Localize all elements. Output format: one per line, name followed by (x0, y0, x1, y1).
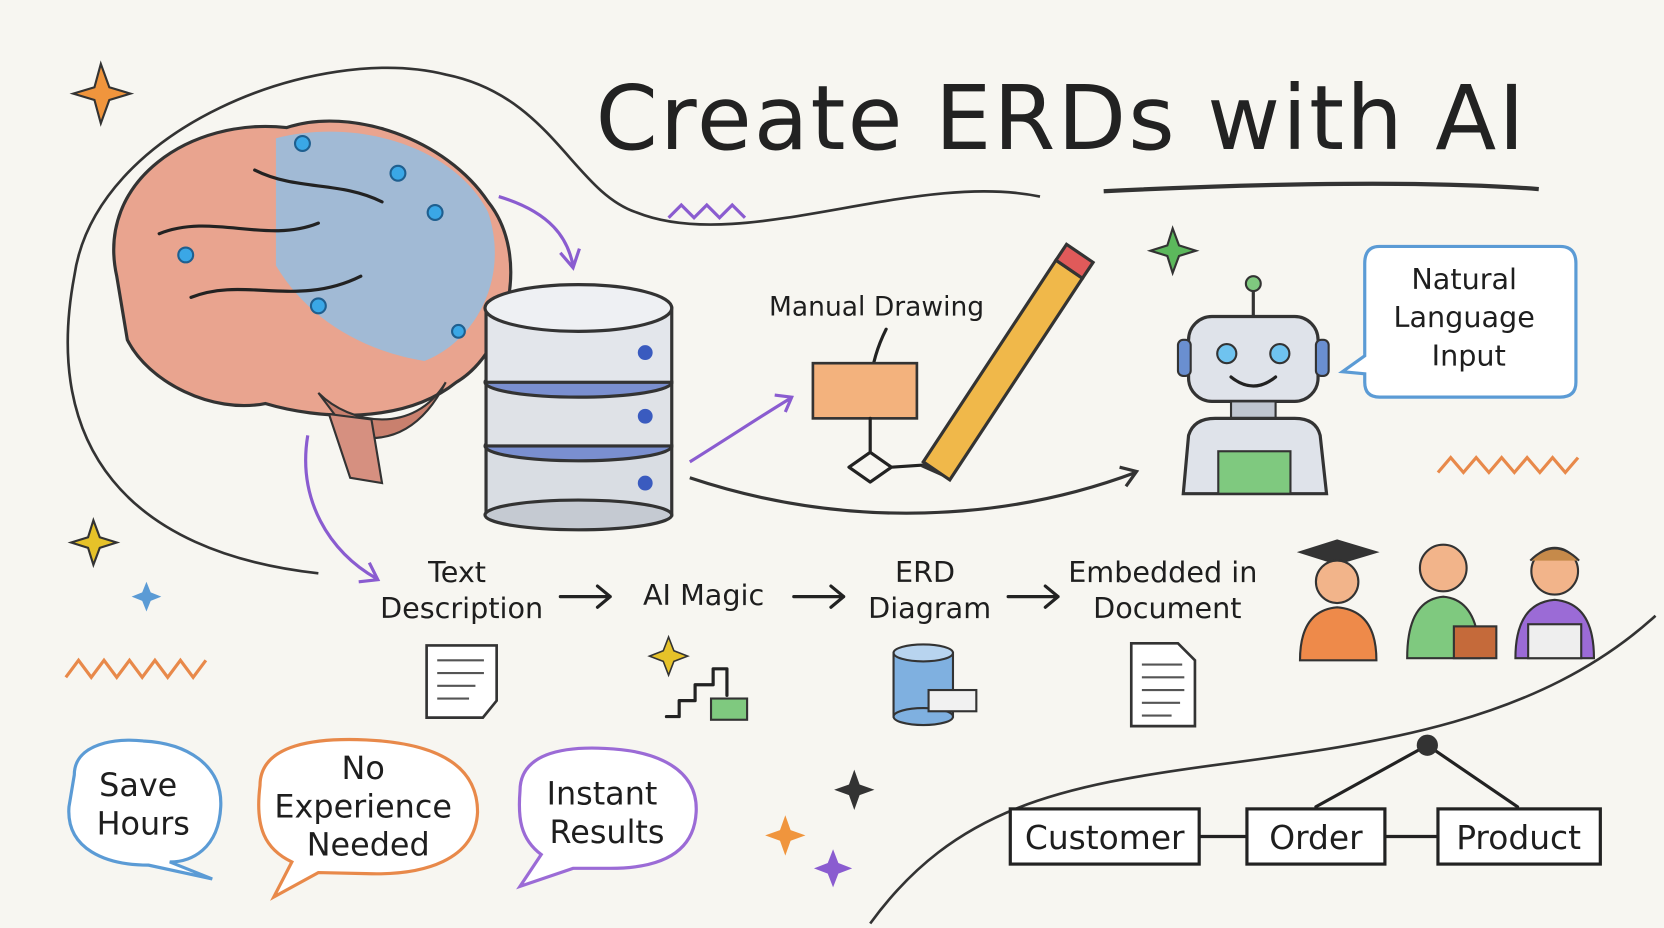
relationship-sketch (847, 416, 925, 484)
swoosh-line (66, 66, 1041, 575)
benefit-bubble-save-hours: Save Hours (67, 738, 223, 881)
title-underline (1103, 181, 1539, 194)
laptop-person-icon (1514, 546, 1596, 660)
squiggle (64, 657, 208, 680)
entity-sketch (811, 361, 919, 420)
bubble-line: Language (1394, 300, 1535, 334)
svg-text:Save Hours: Save Hours (97, 766, 190, 842)
page-icon (1129, 642, 1197, 728)
flow-step-text-description: Text Description (380, 555, 543, 719)
svg-text:No Experience Need: No Experience Needed (274, 749, 462, 863)
page-title: Create ERDs with AI (596, 67, 1527, 171)
graduate-person-icon (1296, 539, 1380, 662)
flow-step-label: ERD (895, 555, 955, 589)
star-icon (69, 60, 135, 127)
svg-text:Instant Results: Instant Results (547, 775, 668, 851)
arrow (498, 195, 581, 271)
bubble-line: Natural (1411, 262, 1517, 296)
benefit-label: Results (550, 813, 665, 851)
flow-step-embedded-document: Embedded in Document (1068, 555, 1266, 728)
business-person-icon (1406, 543, 1498, 660)
flow-step-label: Text (427, 555, 486, 589)
arrow (304, 435, 381, 584)
flow-step-label: AI Magic (643, 578, 764, 612)
entity-customer (1008, 807, 1201, 866)
flow-step-label: Document (1093, 591, 1241, 625)
squiggle (1436, 455, 1580, 475)
flow-step-erd-diagram: ERD Diagram (868, 555, 991, 727)
star-icon (765, 815, 806, 856)
flow-step-label: Diagram (868, 591, 991, 625)
star-icon (1146, 225, 1200, 277)
entity-product (1436, 807, 1602, 866)
erd-diagram: Customer Order Product (1008, 734, 1602, 866)
flow-arrow (1006, 584, 1060, 609)
swoosh-line-bottom (869, 614, 1657, 925)
arrow (689, 465, 1140, 515)
benefit-label: Save (99, 766, 177, 804)
entity-order (1245, 807, 1387, 866)
star-icon (131, 581, 162, 612)
relationship-node (1416, 734, 1438, 756)
squiggle (667, 202, 747, 221)
flow-step-ai-magic: AI Magic (643, 578, 764, 721)
benefit-label: Needed (307, 826, 430, 864)
flow-step-label: Description (380, 591, 543, 625)
manual-drawing-label: Manual Drawing (769, 291, 984, 322)
robot-illustration (1176, 275, 1330, 496)
document-icon (425, 644, 498, 719)
star-icon (813, 849, 853, 888)
benefit-label: Experience (274, 787, 452, 825)
benefit-bubble-instant-results: Instant Results (516, 746, 698, 890)
svg-text:Embedded in Document: Embedded in Document (1068, 555, 1266, 625)
benefit-label: Instant (547, 775, 658, 813)
svg-text:ERD Diagram: ERD Diagram (868, 555, 991, 625)
database-illustration (483, 283, 674, 532)
pencil-icon (921, 242, 1096, 483)
svg-text:Natural Language I: Natural Language Input (1394, 262, 1544, 372)
arrow (688, 393, 794, 464)
star-icon (834, 769, 875, 810)
svg-text:Text Description: Text Description (380, 555, 543, 625)
benefit-label: Hours (97, 804, 190, 842)
bubble-line: Input (1432, 338, 1506, 372)
flow-arrow (792, 584, 846, 609)
entity-label: Order (1269, 818, 1363, 857)
star-icon (67, 516, 121, 569)
entity-label: Product (1456, 818, 1581, 857)
flow-step-label: Embedded in (1068, 555, 1257, 589)
database-icon (892, 643, 978, 727)
benefit-label: No (342, 749, 385, 787)
sparkle-steps-icon (647, 634, 749, 721)
benefit-bubble-no-experience: No Experience Needed (257, 737, 480, 901)
brain-illustration (112, 119, 513, 485)
entity-label: Customer (1025, 818, 1185, 857)
speech-bubble-natural-language: Natural Language Input (1338, 244, 1578, 399)
flow-arrow (558, 584, 612, 609)
